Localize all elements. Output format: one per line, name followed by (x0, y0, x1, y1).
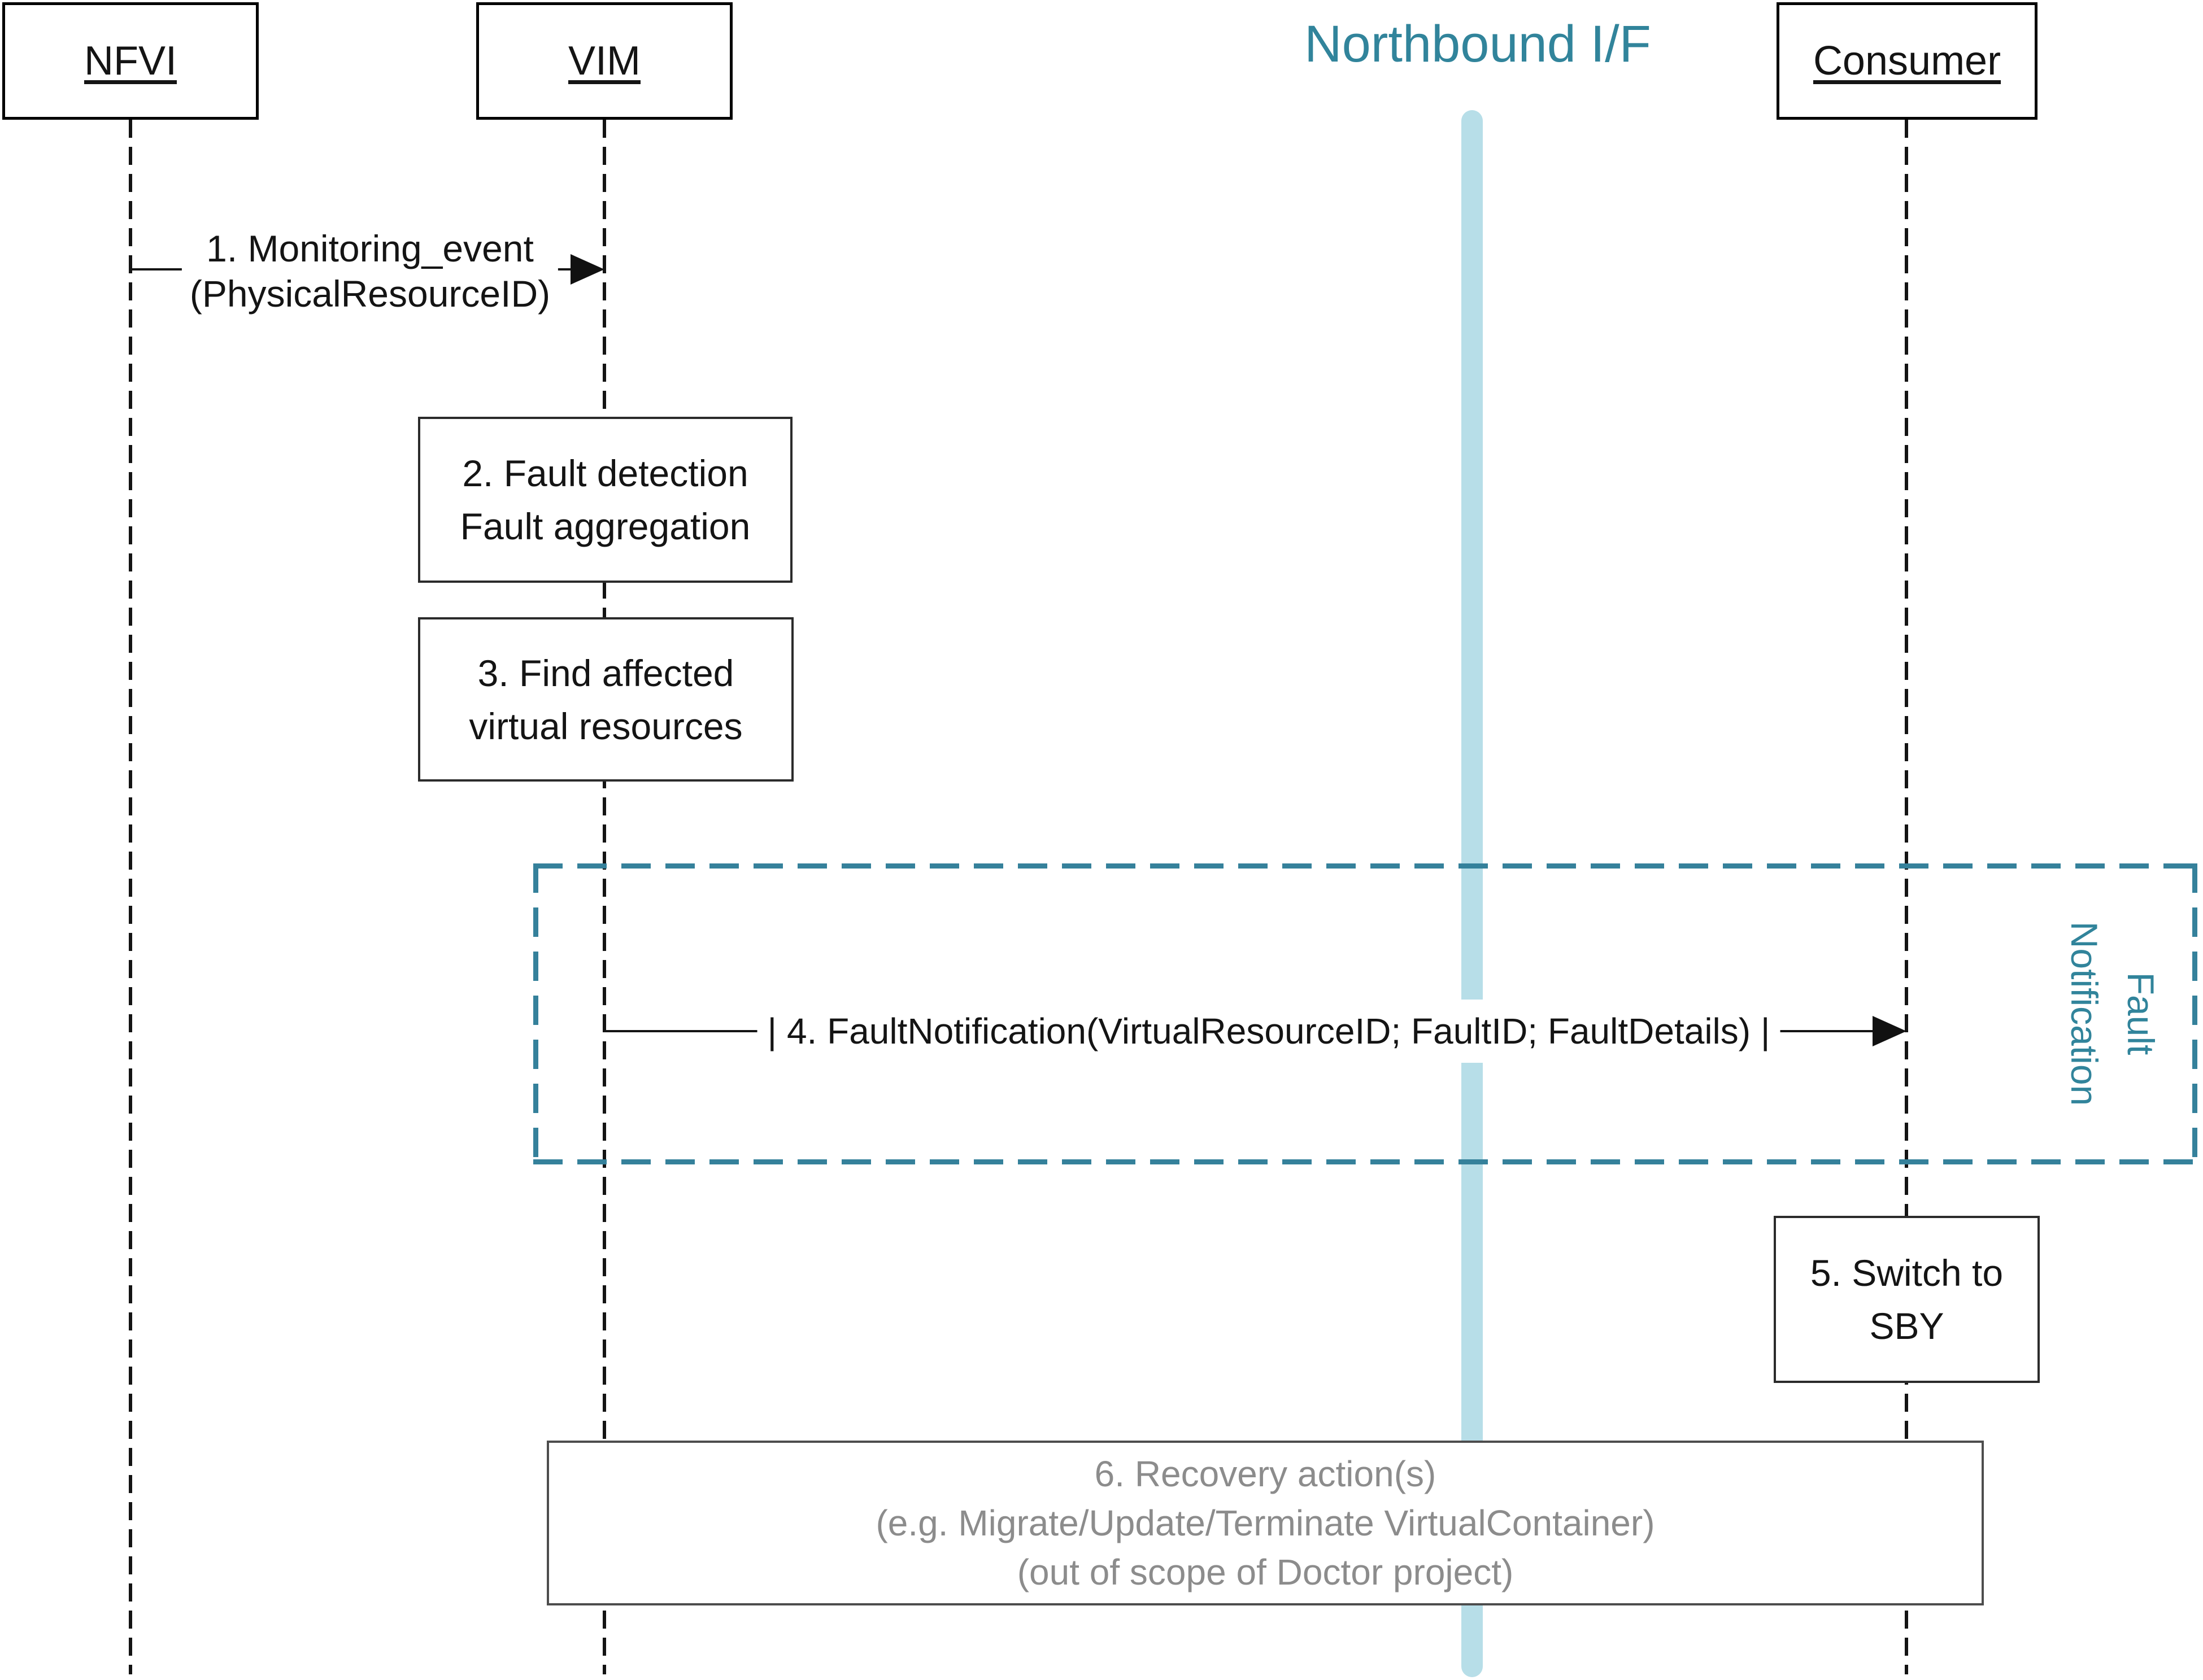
step6-line1: 6. Recovery action(s) (1094, 1453, 1436, 1494)
step3-line1: 3. Find affected (477, 652, 734, 694)
message4-arrowhead-icon (1873, 1016, 1906, 1046)
step3-line2: virtual resources (469, 705, 743, 747)
frame-label-line2: Notification (2063, 921, 2105, 1106)
actor-box-consumer: Consumer (1777, 2, 2037, 120)
frame-edge-top (533, 863, 2197, 869)
frame-edge-right (2192, 863, 2197, 1164)
message1-label: 1. Monitoring_event (PhysicalResourceID) (181, 226, 559, 316)
message1-arrowhead-icon (571, 254, 604, 285)
step6-line2: (e.g. Migrate/Update/Terminate VirtualCo… (876, 1502, 1655, 1543)
message1-label-line2: (PhysicalResourceID) (189, 273, 551, 315)
step6-line3: (out of scope of Doctor project) (1017, 1551, 1514, 1592)
step2-line1: 2. Fault detection (462, 452, 748, 494)
actor-label-vim: VIM (568, 38, 641, 84)
northbound-interface-title: Northbound I/F (1304, 15, 1651, 73)
step-box-find-affected-resources: 3. Find affected virtual resources (418, 617, 794, 782)
fault-notification-frame-label: Fault Notification (2056, 844, 2169, 1183)
lifeline-nfvi (129, 120, 132, 1674)
message1-label-line1: 1. Monitoring_event (206, 228, 534, 269)
lifeline-vim (603, 120, 606, 1674)
step2-line2: Fault aggregation (460, 505, 751, 547)
frame-label-line1: Fault (2120, 972, 2162, 1055)
frame-edge-bottom (533, 1159, 2197, 1164)
actor-label-nfvi: NFVI (84, 38, 177, 84)
step-box-switch-to-sby: 5. Switch to SBY (1774, 1216, 2040, 1383)
lifeline-consumer (1905, 120, 1908, 1674)
step-box-recovery-action: 6. Recovery action(s) (e.g. Migrate/Upda… (547, 1441, 1984, 1605)
actor-box-nfvi: NFVI (2, 2, 259, 120)
frame-edge-left (533, 863, 538, 1164)
step5-line1: 5. Switch to (1810, 1252, 2004, 1294)
step-box-fault-detection: 2. Fault detection Fault aggregation (418, 417, 793, 583)
northbound-interface-line (1461, 110, 1483, 1677)
actor-box-vim: VIM (476, 2, 733, 120)
message4-label: | 4. FaultNotification(VirtualResourceID… (757, 1000, 1780, 1063)
actor-label-consumer: Consumer (1813, 38, 2001, 84)
step5-line2: SBY (1869, 1305, 1944, 1347)
